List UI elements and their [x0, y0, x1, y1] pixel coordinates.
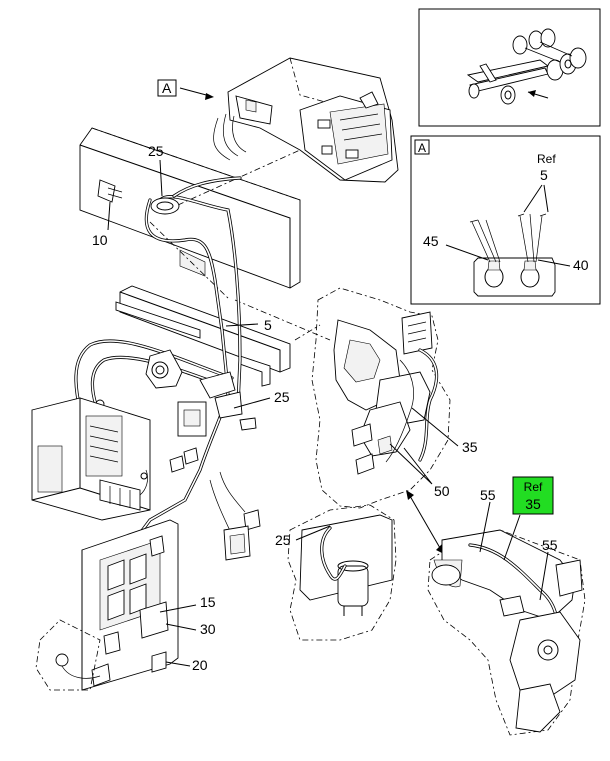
callout-50: 50 [434, 483, 450, 499]
highlight-ref-35[interactable]: Ref 35 [512, 476, 554, 515]
connector-plate [473, 257, 556, 297]
ecm-module [31, 397, 151, 521]
callout-25-low: 25 [275, 532, 291, 548]
relation-arrow [409, 495, 441, 549]
callout-35: 35 [462, 439, 478, 455]
relay-bracket-assembly [213, 57, 399, 183]
cab-panel [79, 127, 301, 289]
detail-ref-num: 5 [540, 167, 548, 183]
callout-40: 40 [573, 257, 589, 273]
callout-25-mid: 25 [274, 389, 290, 405]
engine-block [311, 287, 451, 509]
lower-right-engine [427, 529, 586, 736]
view-a-letter: A [162, 80, 172, 96]
detail-ref-word: Ref [537, 152, 556, 166]
starter-motor [337, 565, 369, 607]
callout-30: 30 [200, 621, 216, 637]
callout-25-top: 25 [148, 143, 164, 159]
callout-55-b: 55 [542, 537, 558, 553]
callout-5: 5 [264, 317, 272, 333]
callout-10: 10 [92, 232, 108, 248]
truck-chassis-icon [466, 28, 587, 105]
callout-45: 45 [423, 233, 439, 249]
highlight-box[interactable] [512, 476, 554, 515]
callout-55-a: 55 [480, 487, 496, 503]
relay-cluster [139, 401, 261, 561]
detail-a-box: A Ref 5 45 40 [410, 135, 601, 305]
highlight-ref-word: Ref [524, 480, 543, 494]
detail-a-marker: A [418, 141, 426, 155]
main-wire-harness [116, 176, 242, 642]
highlight-ref-num: 35 [525, 496, 541, 512]
cross-member [115, 285, 291, 387]
callout-15: 15 [200, 594, 216, 610]
callout-20: 20 [192, 657, 208, 673]
fuse-panel [35, 519, 179, 691]
locator-inset [418, 8, 601, 127]
detail-a-marker-frame [414, 139, 430, 155]
lower-engine-block [287, 504, 397, 641]
view-a-marker: A [157, 79, 214, 100]
